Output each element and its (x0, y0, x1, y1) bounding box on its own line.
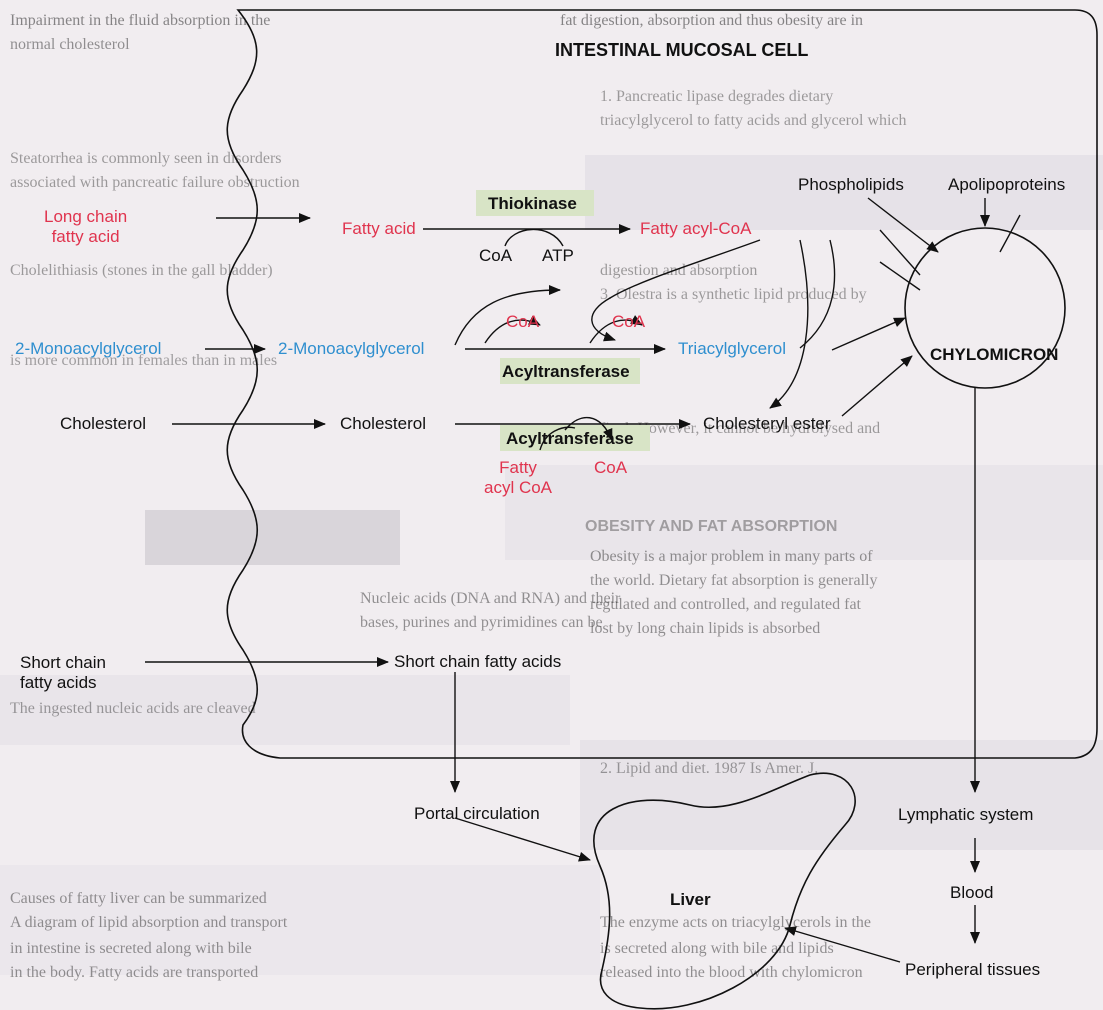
label-coa-out-2: CoA (612, 312, 645, 332)
label-acyltransferase-2: Acyltransferase (500, 428, 640, 450)
label-blood: Blood (950, 883, 993, 903)
label-coa-in: CoA (479, 246, 512, 266)
label-lymphatic-system: Lymphatic system (898, 805, 1033, 825)
label-atp: ATP (542, 246, 574, 266)
label-phospholipids: Phospholipids (798, 175, 904, 195)
phospholipid-cross-2 (880, 262, 920, 290)
label-cholesterol: Cholesterol (340, 414, 426, 434)
arrow-portal-to-liver (455, 818, 590, 860)
label-liver: Liver (670, 890, 711, 910)
liver-outline (594, 773, 855, 1009)
arrow-acyl-coa-to-ester-pathway (770, 240, 808, 408)
curve-tag-join (800, 240, 835, 348)
label-apolipoproteins: Apolipoproteins (948, 175, 1065, 195)
arrow-phospholipids-to-chylomicron (868, 198, 938, 252)
cell-membrane-outline (227, 10, 1097, 758)
label-fatty-acyl-coa: Fatty acyl-CoA (640, 219, 751, 239)
label-acyltransferase-1: Acyltransferase (496, 361, 636, 383)
label-thiokinase: Thiokinase (482, 193, 583, 215)
curve-coa-atp-consumed (505, 229, 563, 246)
label-coa-out-3: CoA (594, 458, 627, 478)
label-fatty-acyl-coa-cofactor: Fatty acyl CoA (484, 458, 552, 498)
arrow-tag-to-chylomicron (832, 318, 905, 350)
label-long-chain-fatty-acid: Long chain fatty acid (44, 207, 127, 247)
arrow-peripheral-to-liver (785, 928, 900, 962)
label-triacylglycerol: Triacylglycerol (678, 339, 786, 359)
label-cholesteryl-ester: Cholesteryl ester (703, 414, 831, 434)
label-portal-circulation: Portal circulation (414, 804, 540, 824)
phospholipid-cross-3 (1000, 215, 1020, 252)
label-chylomicron: CHYLOMICRON (930, 345, 1058, 365)
label-coa-out-1: CoA (506, 312, 539, 332)
cell-title: INTESTINAL MUCOSAL CELL (555, 40, 808, 60)
label-monoacylglycerol: 2-Monoacylglycerol (278, 339, 424, 359)
label-short-chain-fatty-acids-input: Short chain fatty acids (20, 653, 106, 693)
label-cholesterol-input: Cholesterol (60, 414, 146, 434)
label-monoacylglycerol-input: 2-Monoacylglycerol (15, 339, 161, 359)
label-peripheral-tissues: Peripheral tissues (905, 960, 1040, 980)
label-short-chain-fatty-acids: Short chain fatty acids (394, 652, 561, 672)
phospholipid-cross-1 (880, 230, 920, 275)
arrow-ester-to-chylomicron (842, 356, 912, 416)
label-fatty-acid: Fatty acid (342, 219, 416, 239)
